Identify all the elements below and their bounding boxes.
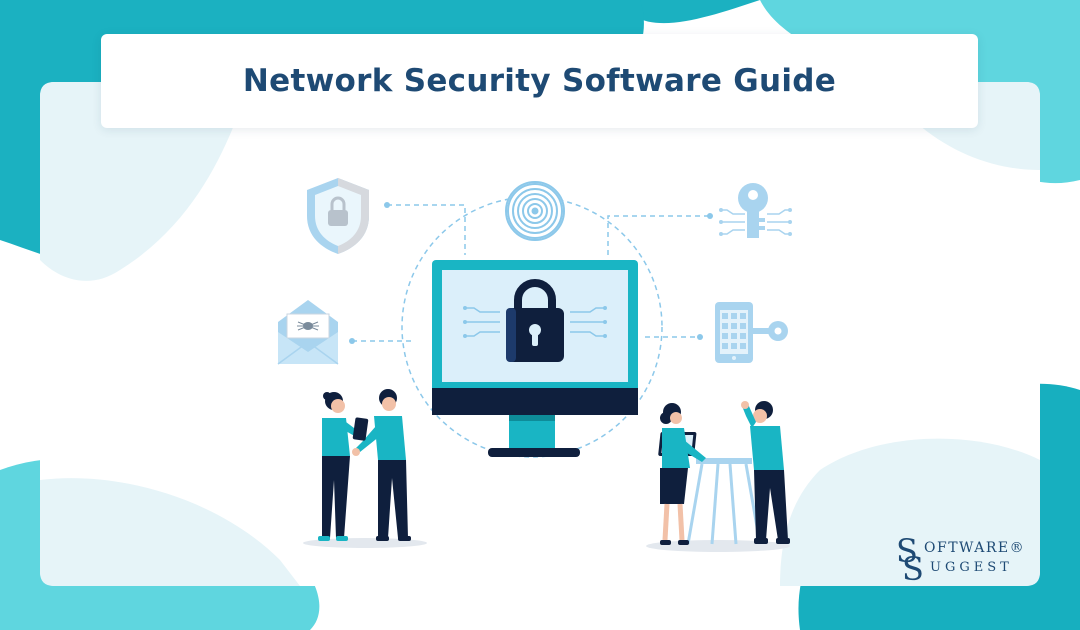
- softwaresuggest-logo: S OFTWARE® S UGGEST: [896, 532, 1036, 588]
- logo-initial-s-bottom: S: [902, 550, 924, 588]
- people-left: [303, 389, 427, 548]
- logo-initial-s-top: S: [896, 532, 918, 570]
- spam-mail-icon: [277, 300, 339, 365]
- fingerprint-icon: [505, 181, 565, 241]
- connector-lines: [352, 204, 710, 342]
- title-bar: Network Security Software Guide: [101, 34, 978, 128]
- people-right: [646, 401, 790, 552]
- logo-word-software: OFTWARE®: [924, 540, 1026, 556]
- shield-lock-icon: [307, 178, 369, 254]
- monitor-padlock-icon: [432, 260, 638, 457]
- key-circuit-icon: [719, 183, 792, 238]
- page-title: Network Security Software Guide: [242, 63, 837, 99]
- logo-word-uggest: UGGEST: [930, 560, 1013, 575]
- phone-keypad-key-icon: [715, 302, 788, 363]
